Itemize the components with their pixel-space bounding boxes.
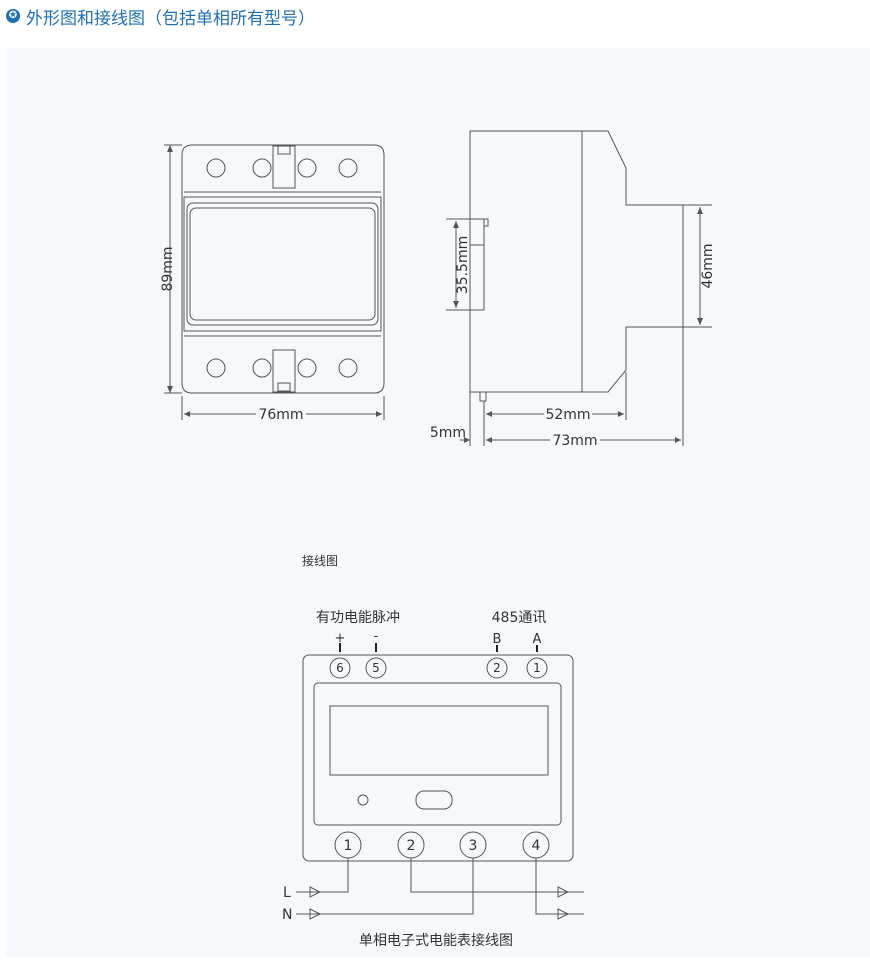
meter-inner-panel (313, 682, 562, 826)
plus-label: + (335, 631, 346, 646)
line-l-label: L (283, 885, 291, 901)
minus-label: - (374, 629, 379, 644)
arrow-l-out-icon (557, 886, 570, 898)
bottom-terminal-label: 2 (407, 838, 416, 854)
lcd-display (329, 705, 549, 776)
top-terminal-label: 1 (533, 661, 541, 675)
top-terminal-6 (329, 657, 351, 679)
comm-label: 485通讯 (492, 610, 547, 626)
side-view (446, 130, 712, 446)
dim-width-label: 76mm (258, 407, 303, 423)
wire-l (296, 858, 349, 893)
dim-clip-label: 5mm (430, 425, 466, 441)
bottom-terminal-label: 1 (344, 838, 353, 854)
wire-out-l (410, 858, 584, 893)
dim-rail-label: 35.5mm (455, 236, 471, 294)
dim-front-label: 46mm (700, 243, 716, 288)
program-button (415, 790, 453, 810)
bottom-terminal-label: 4 (532, 838, 541, 854)
b-label: B (493, 632, 502, 647)
front-view (164, 144, 385, 420)
section-title: 外形图和接线图（包括单相所有型号） (26, 8, 315, 29)
top-terminal-1 (526, 657, 548, 679)
arrow-l-in-icon (309, 886, 322, 898)
top-terminal-5 (365, 657, 387, 679)
top-terminal-2 (486, 657, 508, 679)
top-terminal-label: 2 (493, 661, 501, 675)
line-n-label: N (282, 907, 292, 923)
pulse-led (357, 794, 369, 806)
meter-body (302, 654, 574, 862)
arrow-n-out-icon (557, 908, 570, 920)
dim-height-label: 89mm (160, 246, 176, 291)
dim-depth-total-label: 73mm (552, 433, 597, 449)
top-terminal-label: 5 (372, 661, 380, 675)
a-label: A (533, 632, 542, 647)
star-circle-icon: ✪ (6, 9, 20, 23)
arrow-n-in-icon (309, 908, 322, 920)
diagram-panel (6, 48, 870, 958)
top-terminal-label: 6 (336, 661, 344, 675)
wiring-caption: 单相电子式电能表接线图 (359, 932, 513, 949)
pulse-label: 有功电能脉冲 (316, 610, 400, 626)
wiring-section-label: 接线图 (302, 553, 338, 568)
wire-n (296, 858, 474, 915)
wire-out-n (535, 858, 584, 915)
bottom-terminal-label: 3 (469, 838, 478, 854)
dim-depth-body-label: 52mm (545, 407, 590, 423)
section-header: ✪ 外形图和接线图（包括单相所有型号） (6, 4, 315, 29)
